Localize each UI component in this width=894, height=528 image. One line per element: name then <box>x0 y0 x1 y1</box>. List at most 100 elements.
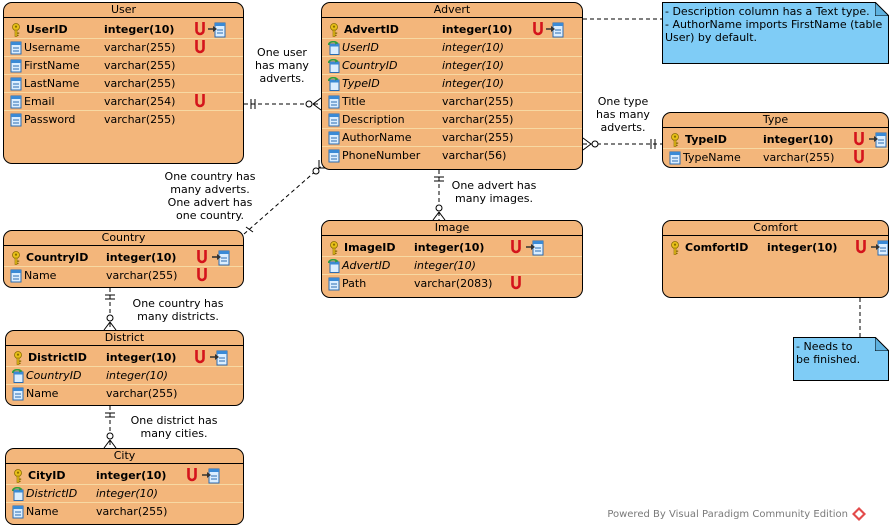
entity-image-title: Image <box>322 221 582 236</box>
note-fold-icon <box>875 2 889 16</box>
unique-constraint-icon <box>855 239 867 257</box>
column-type: varchar(255) <box>106 387 178 400</box>
column-type: integer(10) <box>763 133 834 146</box>
column-type: integer(10) <box>106 351 177 364</box>
key-icon <box>12 351 24 365</box>
foreign-key-icon <box>11 368 24 383</box>
column-name: CountryID <box>26 251 89 264</box>
column-icon <box>10 77 22 91</box>
key-icon <box>328 241 340 255</box>
column-type: integer(10) <box>106 251 177 264</box>
unique-constraint-icon <box>853 131 865 149</box>
column-type: integer(10) <box>104 23 175 36</box>
reference-arrow-icon <box>210 350 228 369</box>
column-type: varchar(2083) <box>414 277 493 290</box>
entity-type-title: Type <box>663 113 888 128</box>
column-name: UserID <box>342 41 379 54</box>
column-type: integer(10) <box>96 469 167 482</box>
footer-credit: Powered By Visual Paradigm Community Edi… <box>607 509 848 520</box>
column-icon <box>328 113 340 127</box>
column-icon <box>10 59 22 73</box>
key-icon <box>328 23 340 37</box>
column-type: integer(10) <box>414 241 485 254</box>
foreign-key-icon <box>327 258 340 273</box>
column-name: Name <box>26 505 59 518</box>
column-icon <box>12 387 24 401</box>
column-icon <box>669 151 681 165</box>
column-name: CityID <box>28 469 66 482</box>
reference-arrow-icon <box>871 240 888 259</box>
entity-district-title: District <box>6 331 243 346</box>
key-icon <box>10 251 22 265</box>
unique-constraint-icon <box>196 267 208 285</box>
column-type: integer(10) <box>414 259 476 272</box>
unique-constraint-icon <box>194 21 206 39</box>
column-row[interactable]: CountryID integer(10) <box>4 249 243 267</box>
unique-constraint-icon <box>194 349 206 367</box>
column-icon <box>328 277 340 291</box>
unique-constraint-icon <box>510 275 522 293</box>
column-type: varchar(255) <box>442 95 514 108</box>
column-name: Title <box>342 95 366 108</box>
reference-arrow-icon <box>869 132 887 151</box>
column-type: varchar(255) <box>763 151 835 164</box>
column-row[interactable]: CityID integer(10) <box>6 467 243 485</box>
column-name: FirstName <box>24 59 80 72</box>
column-name: Email <box>24 95 55 108</box>
column-type: varchar(255) <box>104 77 176 90</box>
column-icon <box>328 131 340 145</box>
entity-user-title: User <box>4 3 243 18</box>
column-name: AdvertID <box>344 23 399 36</box>
column-name: Username <box>24 41 81 54</box>
note-comfort[interactable]: - Needs to be finished. <box>793 337 889 381</box>
foreign-key-icon <box>11 486 24 501</box>
note-advert-line-1: - Description column has a Text type. <box>665 5 870 18</box>
column-name: PhoneNumber <box>342 149 421 162</box>
key-icon <box>669 241 681 255</box>
column-row[interactable]: Title varchar(255) <box>322 93 582 111</box>
unique-constraint-icon <box>532 21 544 39</box>
note-advert[interactable]: - Description column has a Text type. - … <box>662 2 889 64</box>
reference-arrow-icon <box>202 468 220 487</box>
column-name: DistrictID <box>26 487 78 500</box>
